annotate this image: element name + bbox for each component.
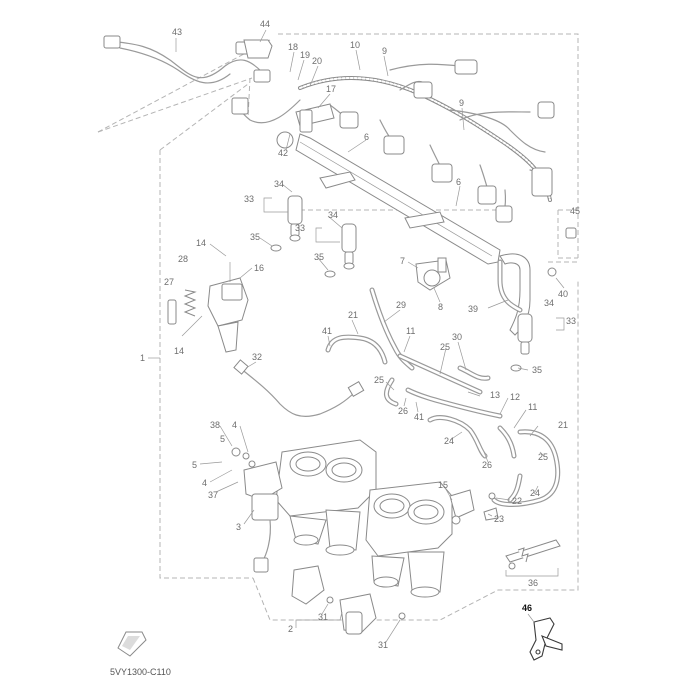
callout-24-lower: 24	[530, 488, 540, 498]
screw-31b	[398, 612, 406, 620]
callout-12: 12	[510, 392, 520, 402]
front-arrow-icon	[117, 631, 147, 657]
o-ring-35c	[510, 364, 522, 372]
part-27	[167, 299, 177, 325]
callout-26-upper: 26	[398, 406, 408, 416]
callout-33-mid: 33	[295, 223, 305, 233]
callout-9-upper: 9	[382, 46, 387, 56]
callout-11-upper: 11	[406, 326, 415, 336]
callout-35-mid: 35	[314, 252, 324, 262]
callout-8: 8	[438, 302, 443, 312]
callout-29: 29	[396, 300, 406, 310]
callout-41-lower: 41	[414, 412, 424, 422]
callout-13: 13	[490, 390, 500, 400]
callout-37: 37	[208, 490, 218, 500]
callout-35-left: 35	[250, 232, 260, 242]
part-40	[547, 267, 557, 277]
bracket-44	[243, 39, 273, 59]
callout-42: 42	[278, 148, 288, 158]
adjuster-36	[505, 539, 561, 570]
callout-21-lower: 21	[558, 420, 568, 430]
callout-26-lower: 26	[482, 460, 492, 470]
callout-5-upper: 5	[192, 460, 197, 470]
fuel-injector-2	[341, 223, 357, 270]
part-46-bracket	[529, 617, 563, 661]
throttle-body-right	[365, 481, 453, 598]
callout-labels: 43 44 18 19 20 10 9 9 17 6 42 34 33 6 45…	[140, 19, 580, 650]
throttle-body-left	[275, 439, 377, 556]
callout-6-upper: 6	[364, 132, 369, 142]
callout-23: 23	[494, 514, 504, 524]
callout-45: 45	[570, 206, 580, 216]
wiring-harness	[103, 35, 555, 223]
o-ring-35a	[270, 244, 282, 252]
callout-18: 18	[288, 42, 298, 52]
callout-28: 28	[178, 254, 188, 264]
callout-35-right: 35	[532, 365, 542, 375]
callout-3: 3	[236, 522, 241, 532]
callout-34-mid: 34	[328, 210, 338, 220]
callout-22: 22	[512, 496, 522, 506]
callout-25-left: 25	[374, 375, 384, 385]
callout-2: 2	[288, 624, 293, 634]
spring-28	[183, 289, 197, 317]
bracket-15	[449, 489, 475, 525]
callout-36: 36	[528, 578, 538, 588]
throttle-linkage	[231, 447, 283, 573]
callout-44: 44	[260, 19, 270, 29]
callout-14-upper: 14	[196, 238, 206, 248]
callout-31-left: 31	[318, 612, 328, 622]
screw-31a	[326, 596, 334, 604]
leader-lines	[148, 29, 565, 643]
drawing-code: 5VY1300-C110	[110, 667, 171, 677]
sensor-2	[291, 565, 377, 635]
callout-17: 17	[326, 84, 336, 94]
callout-34-right: 34	[544, 298, 554, 308]
callout-33-left: 33	[244, 194, 254, 204]
callout-6-right: 6	[456, 177, 461, 187]
callout-11-lower: 11	[528, 402, 537, 412]
callout-43: 43	[172, 27, 182, 37]
callout-21-upper: 21	[348, 310, 358, 320]
hoses	[325, 259, 561, 507]
harness-plug-left	[103, 35, 121, 49]
callout-25-upper: 25	[440, 342, 450, 352]
callout-33-right: 33	[566, 316, 576, 326]
callout-20: 20	[312, 56, 322, 66]
callout-27: 27	[164, 277, 174, 287]
o-ring-35b	[324, 270, 336, 278]
fuel-injector-1	[287, 195, 303, 242]
callout-4-upper: 4	[232, 420, 237, 430]
callout-30: 30	[452, 332, 462, 342]
callout-38: 38	[210, 420, 220, 430]
callout-40: 40	[558, 289, 568, 299]
cable-32	[233, 359, 365, 417]
callout-9-right: 9	[459, 98, 464, 108]
callout-34-left: 34	[274, 179, 284, 189]
callout-1: 1	[140, 353, 145, 363]
callout-15: 15	[438, 480, 448, 490]
callout-31-lower: 31	[378, 640, 388, 650]
callout-39: 39	[468, 304, 478, 314]
assembly-boundary-lines	[97, 33, 579, 621]
callout-5-lower: 5	[220, 434, 225, 444]
callout-32: 32	[252, 352, 262, 362]
callout-10: 10	[350, 40, 360, 50]
callout-41-upper: 41	[322, 326, 332, 336]
sensors-22-23	[483, 492, 499, 521]
callout-16: 16	[254, 263, 264, 273]
pressure-regulator	[415, 257, 451, 291]
part-45	[565, 227, 577, 239]
callout-25-lower: 25	[538, 452, 548, 462]
callout-46: 46	[522, 603, 532, 613]
callout-14-lower: 14	[174, 346, 184, 356]
callout-19: 19	[300, 50, 310, 60]
fuel-injector-3	[517, 313, 533, 355]
servo-motor-16	[207, 262, 249, 353]
callout-24-upper: 24	[444, 436, 454, 446]
callout-4-lower: 4	[202, 478, 207, 488]
callout-7: 7	[400, 256, 405, 266]
